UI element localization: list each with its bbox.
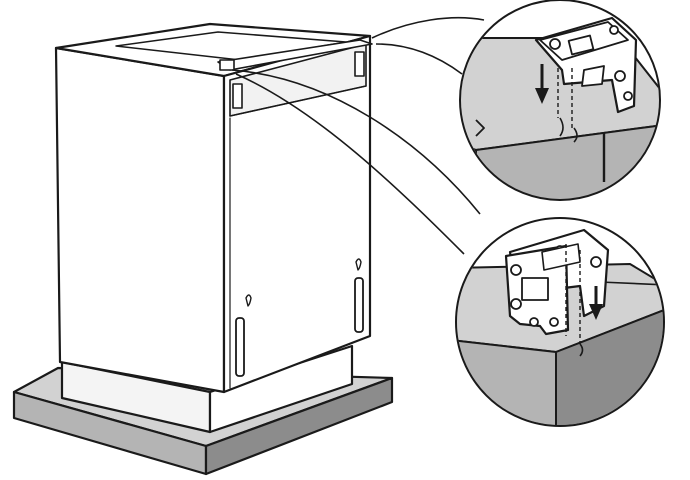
- leader-lower-1: [231, 69, 481, 215]
- side-slot-right: [354, 277, 364, 333]
- detail-callout-lower: [455, 217, 665, 427]
- dishwasher-side-panel: [54, 46, 226, 394]
- mounting-bracket-icon: [504, 228, 610, 336]
- left-bracket-slot: [232, 83, 243, 109]
- screw-left: [245, 294, 252, 307]
- top-corner-bracket: [219, 59, 235, 71]
- leader-upper-2: [375, 43, 463, 75]
- side-slot-left: [235, 317, 245, 377]
- arrow-down-icon: [535, 64, 549, 104]
- callout-leaders: [231, 16, 485, 255]
- right-bracket-slot: [354, 51, 365, 77]
- screw-right: [355, 258, 362, 271]
- base-platform-side: [204, 376, 394, 476]
- arrow-down-icon: [589, 286, 603, 320]
- leader-lower-2: [235, 73, 465, 255]
- leader-upper-1: [371, 16, 485, 39]
- detail-callout-upper: [459, 0, 661, 201]
- mounting-bracket-icon: [534, 16, 638, 114]
- dishwasher-icon: [54, 22, 373, 434]
